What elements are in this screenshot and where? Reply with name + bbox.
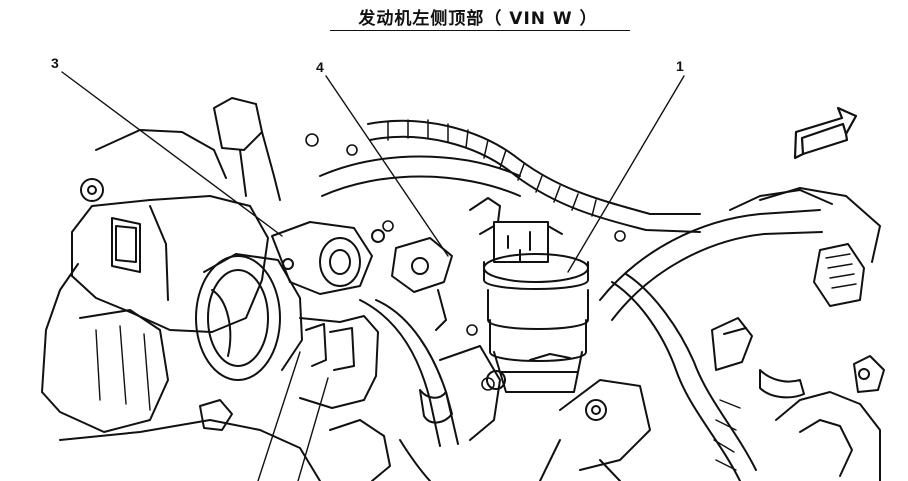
throttle-body [195, 253, 303, 381]
leader-line-bottom-right [297, 377, 329, 481]
wiring-harness-braided [367, 119, 701, 233]
right-side-components [611, 189, 885, 481]
direction-arrow-icon [793, 106, 858, 160]
leader-line-4 [325, 75, 449, 257]
sensor-assembly [271, 221, 385, 295]
leader-line-3 [61, 71, 283, 237]
egr-valve [479, 221, 589, 393]
leader-line-1 [567, 75, 685, 273]
lower-manifold-base [299, 299, 651, 481]
callout-label-1: 1 [676, 58, 684, 74]
vacuum-tube-fitting [391, 197, 501, 331]
callout-label-3: 3 [51, 55, 59, 71]
coolant-hose-right [319, 155, 881, 321]
lower-left-base [41, 309, 431, 481]
leader-line-bottom-left [257, 351, 301, 481]
callout-label-4: 4 [316, 59, 324, 75]
upper-hose-left [213, 97, 281, 201]
title-underline [330, 30, 630, 31]
bolts [305, 133, 626, 391]
intake-housing-left [41, 129, 269, 393]
diagram-title: 发动机左侧顶部（ VIN W ） [358, 9, 598, 29]
leader-lines [61, 71, 685, 481]
